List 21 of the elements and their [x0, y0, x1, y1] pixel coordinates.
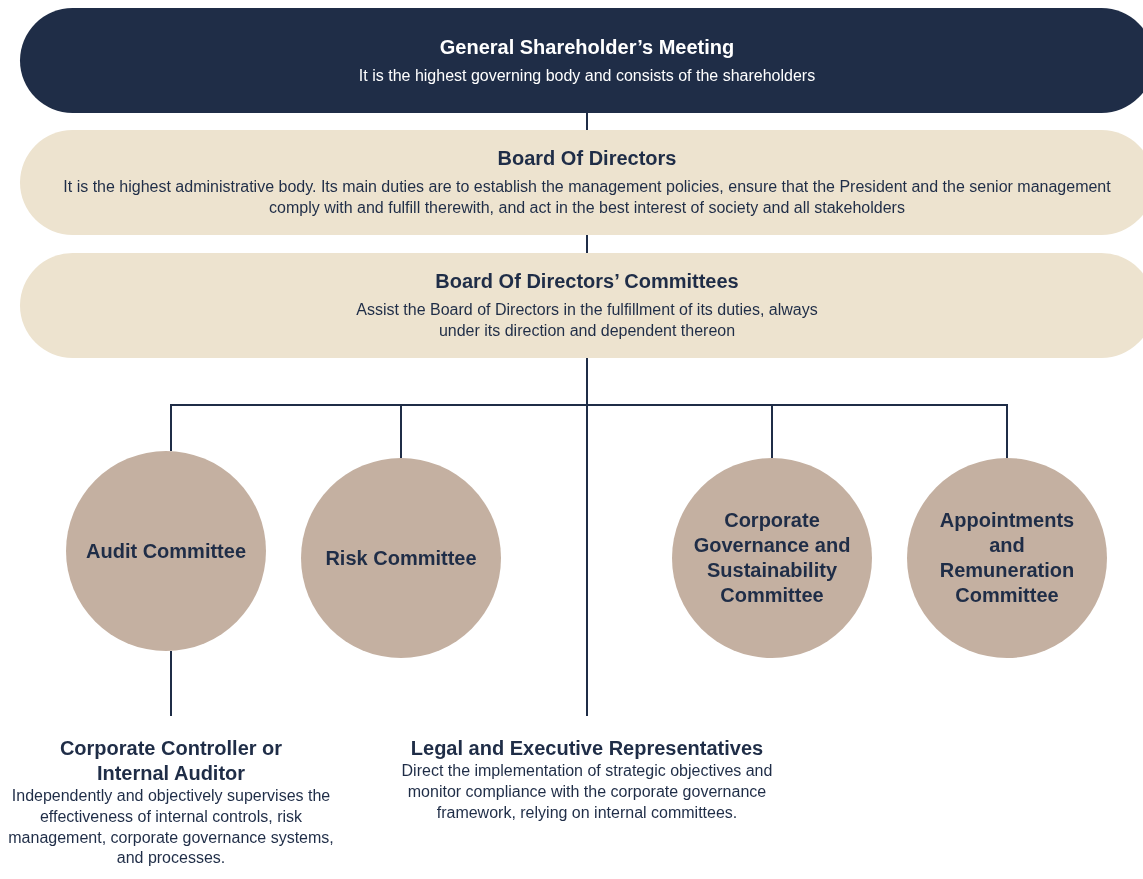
- description: It is the highest governing body and consists of the shareholders: [358, 65, 816, 86]
- band: [20, 253, 1143, 358]
- heading: General Shareholder’s Meeting: [439, 34, 735, 60]
- description: Independently and objectively supervises the effectiveness of internal controls, risk management, corporate governance systems, and processes.: [7, 786, 335, 869]
- connector-line: [586, 357, 588, 717]
- heading: Audit Committee: [86, 538, 246, 564]
- band: [20, 8, 1143, 113]
- connector-line: [586, 112, 588, 131]
- description: Direct the implementation of strategic objectives and monitor compliance with the corporate governance framework, relying on internal committees.: [400, 761, 774, 823]
- description: It is the highest administrative body. Its main duties are to establish the management policies, ensure that the President and the senior management comply with and fulfill therewith, and act in the best interest of society and all stakeholders: [62, 177, 1112, 218]
- heading: Risk Committee: [324, 545, 478, 571]
- heading: Corporate Controller or Internal Auditor: [58, 736, 284, 786]
- heading: Corporate Governance and Sustainability Committee: [692, 508, 852, 608]
- heading: Board Of Directors: [497, 146, 677, 172]
- connector-line: [170, 650, 172, 717]
- connector-line: [586, 234, 588, 254]
- description: Assist the Board of Directors in the fulfillment of its duties, always under its direction and dependent thereon: [355, 300, 819, 341]
- band: [20, 130, 1143, 235]
- heading: Appointments and Remuneration Committee: [938, 508, 1076, 608]
- heading: Legal and Executive Representatives: [410, 736, 764, 761]
- heading: Board Of Directors’ Committees: [435, 269, 739, 295]
